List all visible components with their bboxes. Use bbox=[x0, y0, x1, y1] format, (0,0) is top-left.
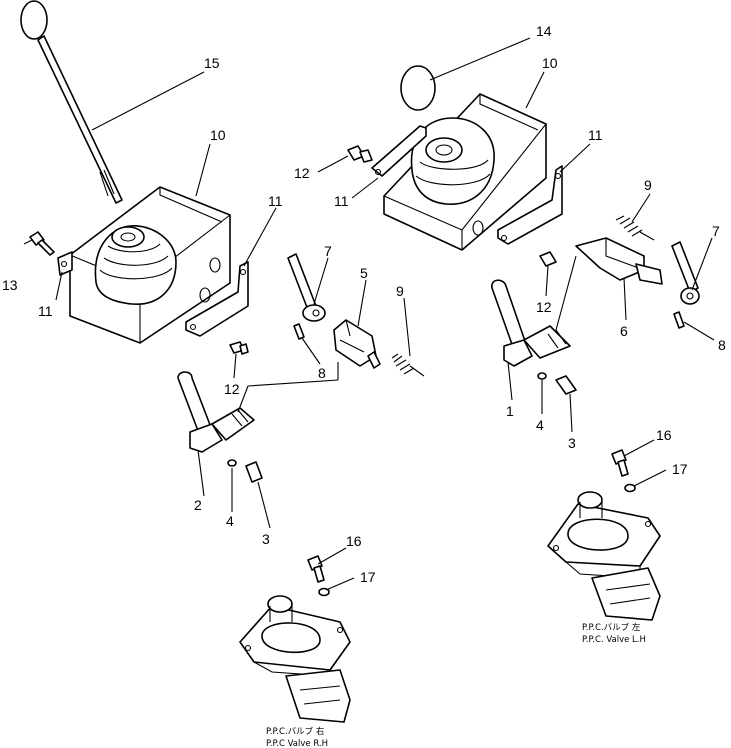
plate-11-right-b bbox=[497, 165, 563, 245]
callout-8-right: 8 bbox=[718, 337, 726, 353]
washer-4-left bbox=[227, 459, 237, 467]
pin-8-left bbox=[293, 323, 305, 340]
washer-4-right bbox=[537, 372, 547, 380]
callout-13: 13 bbox=[2, 277, 18, 293]
plate-11-left-a bbox=[57, 251, 73, 276]
bracket-5 bbox=[333, 319, 381, 369]
callout-10-left: 10 bbox=[210, 127, 226, 143]
callout-12-right-lower: 12 bbox=[536, 299, 552, 315]
spring-9-right bbox=[615, 215, 655, 241]
callout-5: 5 bbox=[360, 265, 368, 281]
bracket-10-right bbox=[383, 93, 547, 251]
washer-17-upper bbox=[624, 483, 636, 493]
caption-lh-en: P.P.C. Valve L.H bbox=[582, 635, 646, 645]
bolt-3-left bbox=[245, 461, 263, 483]
bolt-12-right-lower bbox=[539, 251, 557, 267]
bolt-16-lower bbox=[307, 555, 325, 583]
leader-lines bbox=[23, 37, 715, 591]
knob-14 bbox=[400, 65, 436, 111]
caption-lh-jp: P.P.C.バルブ 左 bbox=[582, 622, 641, 633]
callout-12-left: 12 bbox=[224, 381, 240, 397]
callout-11-left-b: 11 bbox=[268, 193, 283, 209]
callout-8-left: 8 bbox=[318, 365, 326, 381]
callout-17-lower: 17 bbox=[360, 569, 376, 585]
callout-12-right-upper: 12 bbox=[294, 165, 310, 181]
caption-rh-en: P.P.C Valve R.H bbox=[266, 739, 328, 748]
ppc-valve-lh bbox=[547, 491, 661, 621]
callout-1: 1 bbox=[506, 403, 514, 419]
bracket-6 bbox=[575, 237, 663, 285]
pin-7-right bbox=[671, 241, 700, 305]
callout-17-upper: 17 bbox=[672, 461, 688, 477]
captions: P.P.C.バルブ 左 P.P.C. Valve L.H P.P.C.バルブ 右… bbox=[266, 622, 646, 748]
caption-rh-jp: P.P.C.バルブ 右 bbox=[266, 726, 324, 737]
ppc-valve-rh bbox=[239, 595, 351, 723]
bolt-13 bbox=[29, 231, 55, 256]
callout-11-left-a: 11 bbox=[38, 303, 53, 319]
pin-8-right bbox=[673, 311, 685, 329]
callout-7-right: 7 bbox=[712, 223, 720, 239]
callout-2: 2 bbox=[194, 497, 202, 513]
callout-9-left: 9 bbox=[396, 283, 404, 299]
callout-14: 14 bbox=[536, 23, 552, 39]
lever-1 bbox=[491, 279, 571, 367]
plate-11-right-a bbox=[371, 125, 427, 177]
callout-10-right: 10 bbox=[542, 55, 558, 71]
callout-3-right: 3 bbox=[568, 435, 576, 451]
bolt-16-upper bbox=[611, 449, 629, 477]
bolt-12-left bbox=[229, 341, 249, 355]
callout-11-right-a: 11 bbox=[334, 193, 349, 209]
bracket-10-left bbox=[69, 186, 231, 344]
callout-3-left: 3 bbox=[262, 531, 270, 547]
lever-2 bbox=[177, 371, 255, 453]
callout-7-left: 7 bbox=[324, 243, 332, 259]
callout-16-upper: 16 bbox=[656, 427, 672, 443]
bolt-3-right bbox=[555, 375, 577, 395]
plate-11-left-b bbox=[185, 261, 249, 337]
callout-11-right-b: 11 bbox=[588, 127, 603, 143]
callout-15: 15 bbox=[204, 55, 220, 71]
spring-9-left bbox=[391, 353, 425, 377]
callout-4-right: 4 bbox=[536, 417, 544, 433]
callout-4-left: 4 bbox=[226, 513, 234, 529]
callout-6: 6 bbox=[620, 323, 628, 339]
pin-7-left bbox=[287, 253, 326, 322]
bolt-12-right-upper bbox=[347, 145, 373, 163]
callout-9-right: 9 bbox=[644, 177, 652, 193]
lever-15 bbox=[20, 0, 123, 204]
callout-16-lower: 16 bbox=[346, 533, 362, 549]
callout-numbers: 15 10 11 13 11 12 2 4 3 7 8 5 9 16 17 14… bbox=[2, 23, 726, 585]
